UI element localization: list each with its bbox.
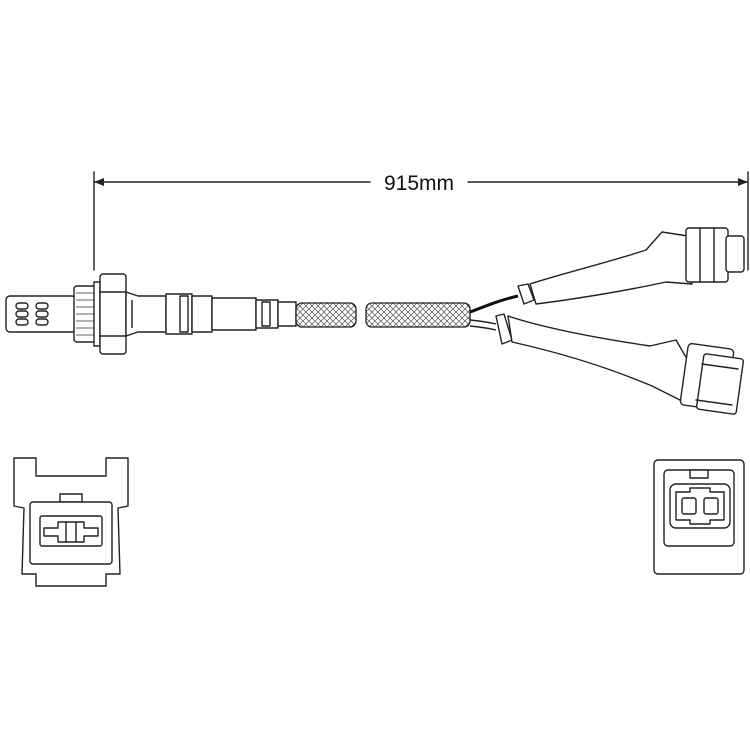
right-connector-face xyxy=(653,459,745,575)
wires xyxy=(469,294,519,331)
dimension-label: 915mm xyxy=(384,172,454,195)
upper-connector xyxy=(517,227,745,305)
sensor-body xyxy=(5,273,297,355)
dimension-line: 915mm xyxy=(93,171,749,271)
lower-connector xyxy=(495,313,745,415)
left-connector-face xyxy=(13,457,129,587)
braided-cable xyxy=(295,302,471,328)
